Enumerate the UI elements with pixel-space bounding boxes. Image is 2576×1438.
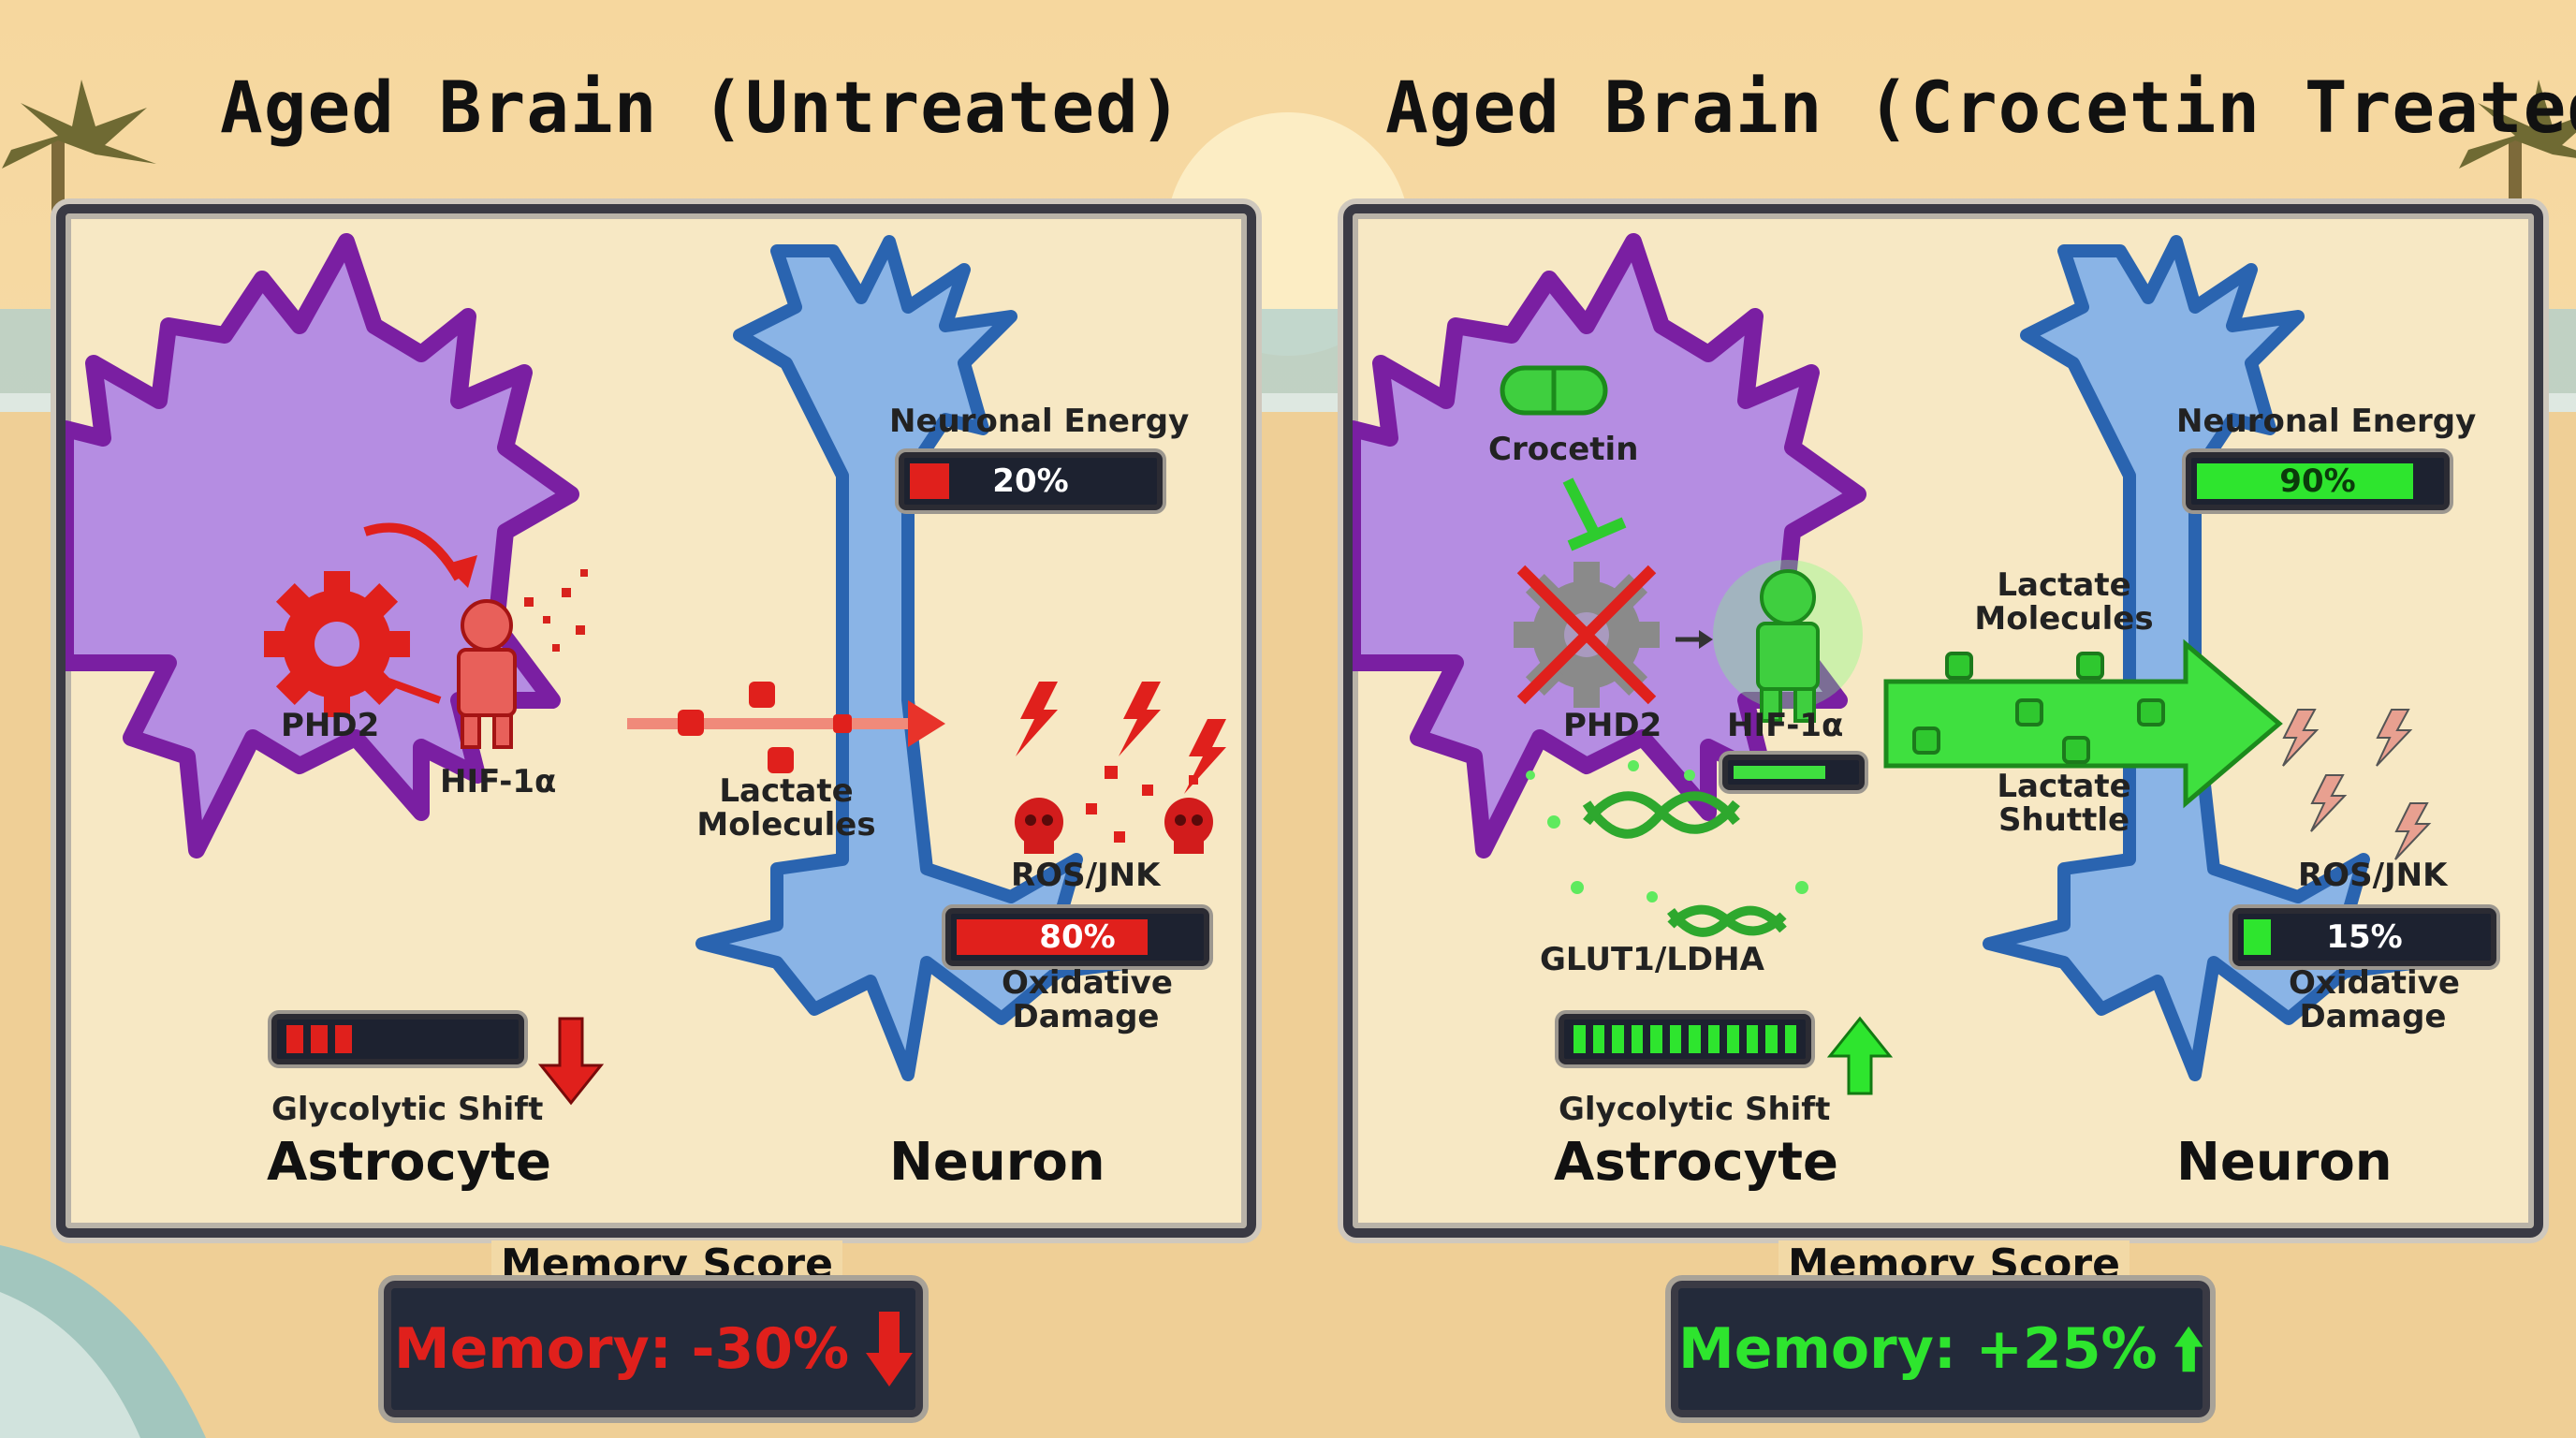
- left-memory-value: Memory: -30%: [393, 1316, 850, 1382]
- energy-fill: [910, 463, 949, 499]
- gear-icon: [264, 571, 410, 717]
- damage-label: Oxidative Damage: [2289, 964, 2460, 1035]
- right-memory-value: Memory: +25%: [1678, 1316, 2158, 1382]
- glyco-bar: [271, 1014, 524, 1064]
- energy-bar: 20%: [899, 452, 1163, 510]
- glyco-segment: [1573, 1025, 1586, 1053]
- shuttle-label: Lactate Shuttle: [1997, 768, 2131, 839]
- untreated-diagram: [66, 233, 1226, 1106]
- hif-label: HIF-1α: [440, 763, 557, 800]
- glyco-segment: [1746, 1025, 1758, 1053]
- glyco-segment: [311, 1025, 328, 1053]
- hif-fill: [1734, 766, 1825, 779]
- neuron-label: Neuron: [889, 1132, 1105, 1193]
- damage-value: 15%: [2326, 918, 2403, 956]
- treated-panel: Crocetin PHD2 HIF-1α GLUT1/LDHA Lactate …: [1343, 204, 2543, 1238]
- hif-label: HIF-1α: [1727, 707, 1844, 744]
- glyco-bar: [1559, 1014, 1811, 1064]
- arrow-up-icon: [1826, 1016, 1894, 1095]
- left-memory-box: Memory: -30%: [384, 1281, 923, 1417]
- astrocyte-label: Astrocyte: [267, 1132, 551, 1193]
- right-memory-box: Memory: +25%: [1671, 1281, 2210, 1417]
- neuron-label: Neuron: [2176, 1132, 2393, 1193]
- hif-figure-icon: [457, 599, 517, 749]
- glyco-segment: [1631, 1025, 1643, 1053]
- damage-bar: 15%: [2232, 908, 2496, 966]
- astrocyte-label: Astrocyte: [1554, 1132, 1838, 1193]
- glyco-label: Glycolytic Shift: [271, 1091, 544, 1128]
- ros-label: ROS/JNK: [2298, 857, 2448, 894]
- lactate-label: Lactate Molecules: [696, 772, 876, 844]
- energy-value: 90%: [2279, 462, 2356, 500]
- glyco-segment: [1784, 1025, 1796, 1053]
- right-title: Aged Brain (Crocetin Treated): [1385, 66, 2576, 149]
- glyco-label: Glycolytic Shift: [1559, 1091, 1831, 1128]
- left-title: Aged Brain (Untreated): [220, 66, 1183, 149]
- astrocyte-cell: [66, 233, 579, 858]
- neuron-cell: [695, 235, 1139, 1081]
- damage-label: Oxidative Damage: [1002, 964, 1173, 1035]
- phd2-label: PHD2: [281, 707, 380, 744]
- lactate-molecules: [627, 682, 945, 773]
- x-icon: [1516, 565, 1657, 705]
- glyco-segment: [286, 1025, 303, 1053]
- glyco-segment: [1669, 1025, 1681, 1053]
- energy-fill: [2197, 463, 2413, 499]
- glyco-segment: [1650, 1025, 1662, 1053]
- lightning-icon: [2282, 709, 2432, 860]
- arrow-up-icon: [2174, 1326, 2203, 1372]
- glyco-segment: [1707, 1025, 1720, 1053]
- glut-label: GLUT1/LDHA: [1540, 941, 1764, 978]
- left-memory-header: Memory Score: [491, 1240, 842, 1288]
- right-memory-header: Memory Score: [1778, 1240, 2130, 1288]
- dna-icon: [1582, 791, 1787, 937]
- lactate-label: Lactate Molecules: [1974, 566, 2154, 638]
- crocetin-label: Crocetin: [1488, 431, 1639, 468]
- damage-bar: 80%: [945, 908, 1209, 966]
- pill-icon: [1500, 365, 1608, 416]
- hif-bar: [1722, 755, 1865, 790]
- ros-label: ROS/JNK: [1011, 857, 1161, 894]
- hif-figure-icon: [1713, 560, 1863, 723]
- energy-label: Neuronal Energy: [889, 403, 1190, 440]
- glyco-segment: [1765, 1025, 1778, 1053]
- arrow-down-icon: [866, 1312, 914, 1387]
- phd2-label: PHD2: [1563, 707, 1662, 744]
- energy-label: Neuronal Energy: [2176, 403, 2477, 440]
- treated-diagram: [1353, 233, 2432, 1095]
- glyco-segment: [1727, 1025, 1739, 1053]
- glyco-segment: [335, 1025, 352, 1053]
- lactate-shuttle-arrow: [1883, 638, 2283, 809]
- neuron-cell: [1983, 235, 2426, 1081]
- arrow-down-icon: [537, 1017, 605, 1106]
- damage-fill: [2244, 919, 2271, 955]
- damage-value: 80%: [1039, 918, 1116, 956]
- energy-value: 20%: [992, 462, 1069, 500]
- skull-icon: [1015, 798, 1213, 854]
- untreated-panel: PHD2 HIF-1α Lactate Molecules Neuronal E…: [56, 204, 1256, 1238]
- energy-bar: 90%: [2186, 452, 2450, 510]
- glyco-segment: [1612, 1025, 1624, 1053]
- damage-fill: [957, 919, 1148, 955]
- glyco-segment: [1592, 1025, 1604, 1053]
- glyco-segment: [1689, 1025, 1701, 1053]
